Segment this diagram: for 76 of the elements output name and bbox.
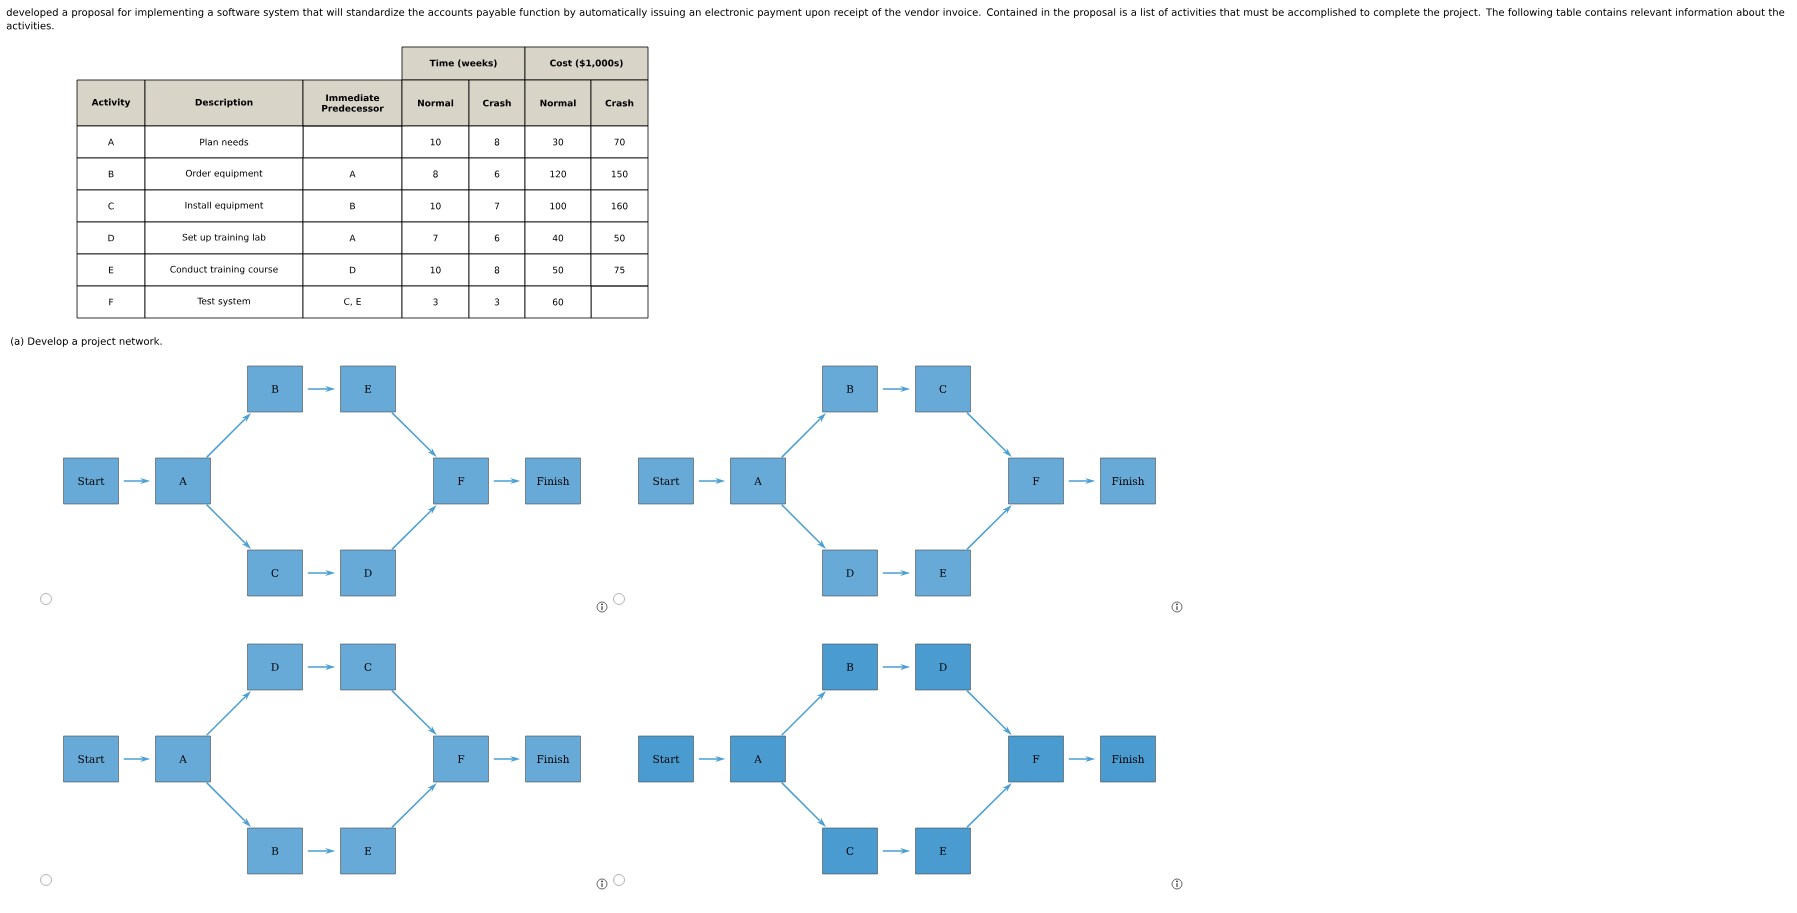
table-cell: 3 bbox=[401, 285, 470, 319]
activity-box: D bbox=[247, 643, 303, 691]
activity-box: A bbox=[730, 735, 786, 783]
table-cell: 8 bbox=[401, 157, 470, 191]
activity-box: F bbox=[433, 457, 489, 505]
activity-box: Start bbox=[63, 457, 119, 505]
activity-box: F bbox=[1008, 735, 1064, 783]
header-cell: Normal bbox=[401, 79, 470, 127]
activity-box: Finish bbox=[1100, 735, 1156, 783]
table-cell: 50 bbox=[524, 253, 592, 287]
table-cell: D bbox=[76, 221, 146, 255]
table-cell: F bbox=[76, 285, 146, 319]
header-cell: Immediate Predecessor bbox=[302, 79, 403, 127]
header-cell: Time (weeks) bbox=[401, 46, 526, 81]
table-cell: 100 bbox=[524, 189, 592, 223]
activity-box: E bbox=[340, 827, 396, 875]
table-cell: 60 bbox=[524, 285, 592, 319]
activity-box: E bbox=[915, 549, 971, 597]
activity-box: C bbox=[915, 365, 971, 413]
table-cell: 150 bbox=[590, 157, 649, 191]
table-cell: 6 bbox=[468, 157, 526, 191]
activity-box: Start bbox=[638, 457, 694, 505]
activity-box: C bbox=[340, 643, 396, 691]
table-cell: 50 bbox=[590, 221, 649, 255]
activity-box: B bbox=[822, 365, 878, 413]
header-cell: Crash bbox=[468, 79, 526, 127]
table-cell: 7 bbox=[468, 189, 526, 223]
activity-box: A bbox=[155, 735, 211, 783]
header-cell: Activity bbox=[76, 79, 146, 127]
activity-box: D bbox=[822, 549, 878, 597]
table-cell: 75 bbox=[590, 253, 649, 287]
table-cell: 10 bbox=[401, 253, 470, 287]
activity-box: B bbox=[247, 365, 303, 413]
table-cell: B bbox=[76, 157, 146, 191]
table-cell: E bbox=[76, 253, 146, 287]
activity-box: C bbox=[822, 827, 878, 875]
activity-box: F bbox=[433, 735, 489, 783]
activity-box: Finish bbox=[525, 457, 581, 505]
table-cell: 30 bbox=[524, 125, 592, 159]
table-cell: 10 bbox=[401, 189, 470, 223]
activity-box: Finish bbox=[1100, 457, 1156, 505]
activity-box: E bbox=[915, 827, 971, 875]
table-cell: 120 bbox=[524, 157, 592, 191]
activity-box: D bbox=[915, 643, 971, 691]
table-cell: 70 bbox=[590, 125, 649, 159]
table-cell: 7 bbox=[401, 221, 470, 255]
activity-box: Start bbox=[63, 735, 119, 783]
table-cell: D bbox=[302, 253, 403, 287]
table-cell: 8 bbox=[468, 125, 526, 159]
activity-box: Finish bbox=[525, 735, 581, 783]
table-cell: 6 bbox=[468, 221, 526, 255]
activity-box: B bbox=[247, 827, 303, 875]
header-cell: Normal bbox=[524, 79, 592, 127]
table-cell: 3 bbox=[468, 285, 526, 319]
table-cell: 10 bbox=[401, 125, 470, 159]
table-cell: C bbox=[76, 189, 146, 223]
activity-box: A bbox=[155, 457, 211, 505]
question-text: (a) Develop a project network. bbox=[11, 337, 162, 347]
activity-box: A bbox=[730, 457, 786, 505]
table-cell: A bbox=[302, 157, 403, 191]
table-cell: A bbox=[302, 221, 403, 255]
table-cell: B bbox=[302, 189, 403, 223]
table-cell: C, E bbox=[302, 285, 403, 319]
table-cell: A bbox=[76, 125, 146, 159]
table-cell: 160 bbox=[590, 189, 649, 223]
activity-box: E bbox=[340, 365, 396, 413]
activity-box: F bbox=[1008, 457, 1064, 505]
header-cell: Crash bbox=[590, 79, 649, 127]
activity-box: D bbox=[340, 549, 396, 597]
activity-box: Start bbox=[638, 735, 694, 783]
activity-box: B bbox=[822, 643, 878, 691]
table-cell: 8 bbox=[468, 253, 526, 287]
intro-paragraph: developed a proposal for implementing a software system that will standardize the accounts payable function by automatically issuing an electronic payment upon receipt of the vendor invoice. Contained in the proposal is a list of activities that must be accomplished to complete the project. The following table contains relevant information about the activities. bbox=[6, 8, 1785, 30]
header-cell: Cost ($1,000s) bbox=[524, 46, 649, 81]
table-cell: 40 bbox=[524, 221, 592, 255]
activity-box: C bbox=[247, 549, 303, 597]
